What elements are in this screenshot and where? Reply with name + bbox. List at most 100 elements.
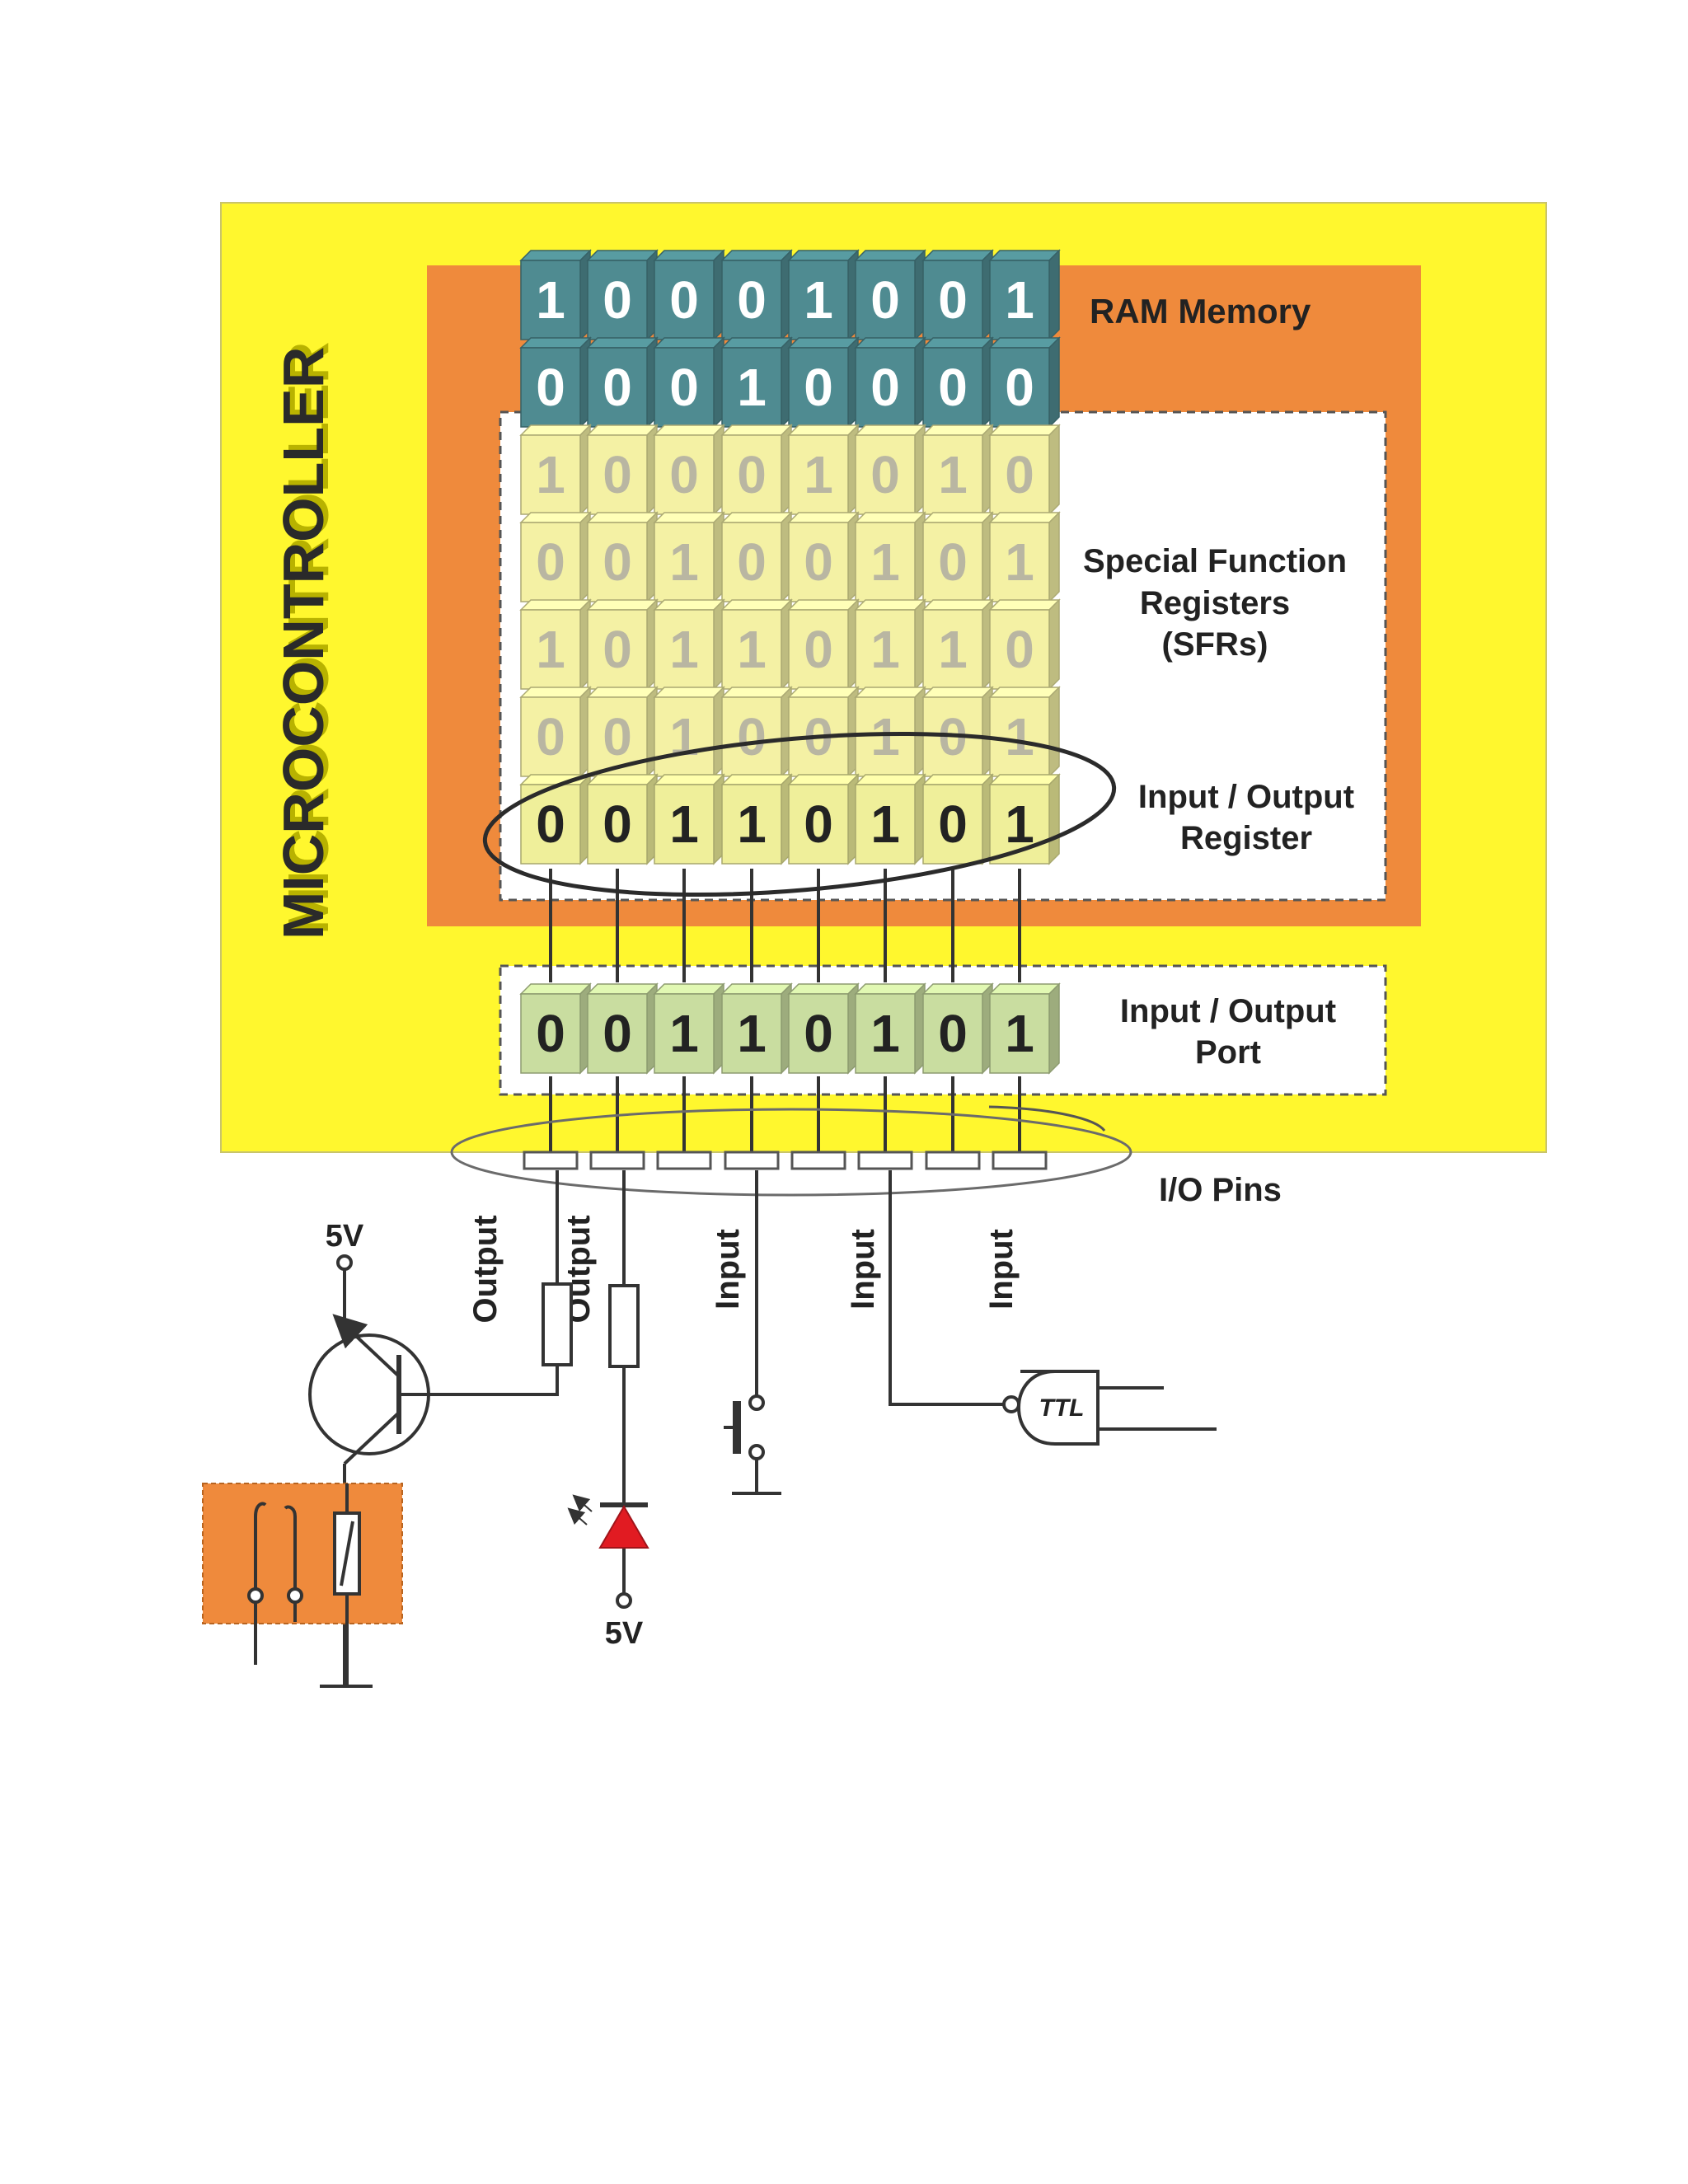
io-register-cell-3-value: 1 xyxy=(669,794,699,854)
ram-cell-r2-c6-face xyxy=(855,347,916,428)
ram-cell-r1-c1-top xyxy=(519,250,592,261)
ram-cell-r2-c8-face xyxy=(989,347,1050,428)
io-port-cell-1-top xyxy=(519,983,592,995)
ram-cell-r1-c6: 0 xyxy=(854,249,926,341)
relay-contact-2 xyxy=(284,1505,297,1589)
io-pin-5 xyxy=(790,1151,846,1170)
io-register-cell-4-top xyxy=(720,774,793,785)
ram-cell-r1-c3-top xyxy=(653,250,725,261)
io-register-cell-5-top xyxy=(787,774,860,785)
io-port-cell-1: 0 xyxy=(519,982,592,1075)
io-port-cell-8-top xyxy=(988,983,1061,995)
sfr-cell-r3-c4-face xyxy=(721,609,782,690)
sfr-cell-r1-c7-top xyxy=(921,424,994,436)
io-pin-7 xyxy=(925,1151,981,1170)
ram-cell-r1-c7-value: 0 xyxy=(938,270,968,330)
io-pin-4 xyxy=(724,1151,780,1170)
sfr-cell-r3-c8-top xyxy=(988,599,1061,611)
sfr-cell-r1-c6-top xyxy=(854,424,926,436)
ram-cell-r2-c6-value: 0 xyxy=(870,358,900,417)
io-port-cell-8: 1 xyxy=(988,982,1061,1075)
io-register-cell-7-top xyxy=(921,774,994,785)
sfr-cell-r4-c5-top xyxy=(787,687,860,698)
ram-cell-r2-c7-face xyxy=(922,347,983,428)
io-port-cell-6-face xyxy=(855,993,916,1074)
sfr-cell-r2-c6-face xyxy=(855,522,916,602)
sfr-cell-r2-c5: 0 xyxy=(787,511,860,603)
sfr-cell-r2-c4: 0 xyxy=(720,511,793,603)
io-port-cell-5-face xyxy=(788,993,849,1074)
ram-cell-r1-c2-top xyxy=(586,250,659,261)
io-register-cell-6-face xyxy=(855,784,916,865)
pin-direction-7: Input xyxy=(983,1229,1020,1310)
sfr-cell-r1-c4: 0 xyxy=(720,424,793,516)
io-port-cell-2-top xyxy=(586,983,659,995)
led-symbol xyxy=(598,1505,649,1549)
ram-cell-r1-c8: 1 xyxy=(988,249,1061,341)
io-register-cell-6-value: 1 xyxy=(870,794,900,854)
ram-cell-r2-c5-value: 0 xyxy=(804,358,833,417)
io-pin-2 xyxy=(589,1151,645,1170)
sfr-cell-r1-c6: 0 xyxy=(854,424,926,516)
io-pin-3 xyxy=(656,1151,712,1170)
io-port-cell-1-value: 0 xyxy=(536,1004,565,1063)
io-register-label-line1: Input / Output xyxy=(1138,779,1354,815)
sfr-cell-r1-c4-face xyxy=(721,434,782,515)
base-wire xyxy=(430,1365,559,1396)
ram-cell-r1-c3: 0 xyxy=(653,249,725,341)
sfr-cell-r4-c6: 1 xyxy=(854,686,926,778)
io-register-cell-4-face xyxy=(721,784,782,865)
io-register-cell-7-value: 0 xyxy=(938,794,968,854)
ram-cell-r2-c1-top xyxy=(519,337,592,349)
ram-cell-r1-c6-value: 0 xyxy=(870,270,900,330)
ram-cell-r2-c7-value: 0 xyxy=(938,358,968,417)
ram-cell-r1-c1-value: 1 xyxy=(536,270,565,330)
io-port-cell-7-top xyxy=(921,983,994,995)
sfr-cell-r3-c8-side xyxy=(1048,598,1060,691)
io-register-cell-2-top xyxy=(586,774,659,785)
sfr-label-line3: (SFRs) xyxy=(1162,626,1268,663)
sfr-cell-r2-c3-value: 1 xyxy=(669,532,699,592)
io-port-cell-5: 0 xyxy=(787,982,860,1075)
pin1-resistor xyxy=(542,1282,573,1366)
io-register-cell-3-face xyxy=(654,784,715,865)
ram-cell-r1-c7: 0 xyxy=(921,249,994,341)
sfr-cell-r2-c3-top xyxy=(653,512,725,523)
sfr-cell-r3-c8: 0 xyxy=(988,598,1061,691)
io-port-cell-5-top xyxy=(787,983,860,995)
sfr-cell-r1-c5-top xyxy=(787,424,860,436)
sfr-cell-r1-c1-face xyxy=(520,434,581,515)
sfr-cell-r3-c7-face xyxy=(922,609,983,690)
sfr-cell-r1-c3-value: 0 xyxy=(669,445,699,504)
sfr-cell-r1-c8: 0 xyxy=(988,424,1061,516)
sfr-cell-r2-c7-value: 0 xyxy=(938,532,968,592)
sfr-cell-r1-c7: 1 xyxy=(921,424,994,516)
ram-cell-r2-c8-value: 0 xyxy=(1005,358,1034,417)
button-contact-bottom xyxy=(748,1444,765,1460)
ram-cell-r2-c3: 0 xyxy=(653,336,725,429)
sfr-cell-r2-c1: 0 xyxy=(519,511,592,603)
sfr-cell-r2-c4-value: 0 xyxy=(737,532,767,592)
sfr-cell-r3-c1-face xyxy=(520,609,581,690)
io-register-cell-6-top xyxy=(854,774,926,785)
ram-cell-r2-c6: 0 xyxy=(854,336,926,429)
ram-cell-r2-c2-top xyxy=(586,337,659,349)
ram-cell-r2-c8-side xyxy=(1048,336,1060,429)
relay-contact-2-terminal xyxy=(287,1587,303,1604)
sfr-cell-r3-c2: 0 xyxy=(586,598,659,691)
sfr-cell-r1-c1: 1 xyxy=(519,424,592,516)
sfr-cell-r1-c8-top xyxy=(988,424,1061,436)
pin-direction-3: Input xyxy=(710,1229,746,1310)
sfr-cell-r3-c7-value: 1 xyxy=(938,620,968,679)
sfr-cell-r3-c5-value: 0 xyxy=(804,620,833,679)
ram-cell-r2-c3-value: 0 xyxy=(669,358,699,417)
ram-cell-r1-c3-value: 0 xyxy=(669,270,699,330)
io-register-cell-7-face xyxy=(922,784,983,865)
ram-cell-r2-c1-value: 0 xyxy=(536,358,565,417)
sfr-cell-r2-c2-value: 0 xyxy=(603,532,632,592)
io-register-cell-4-value: 1 xyxy=(737,794,767,854)
ram-cell-r1-c5-face xyxy=(788,260,849,340)
io-port-cell-8-face xyxy=(989,993,1050,1074)
relay-contact-1 xyxy=(254,1502,267,1589)
ram-cell-r2-c2: 0 xyxy=(586,336,659,429)
